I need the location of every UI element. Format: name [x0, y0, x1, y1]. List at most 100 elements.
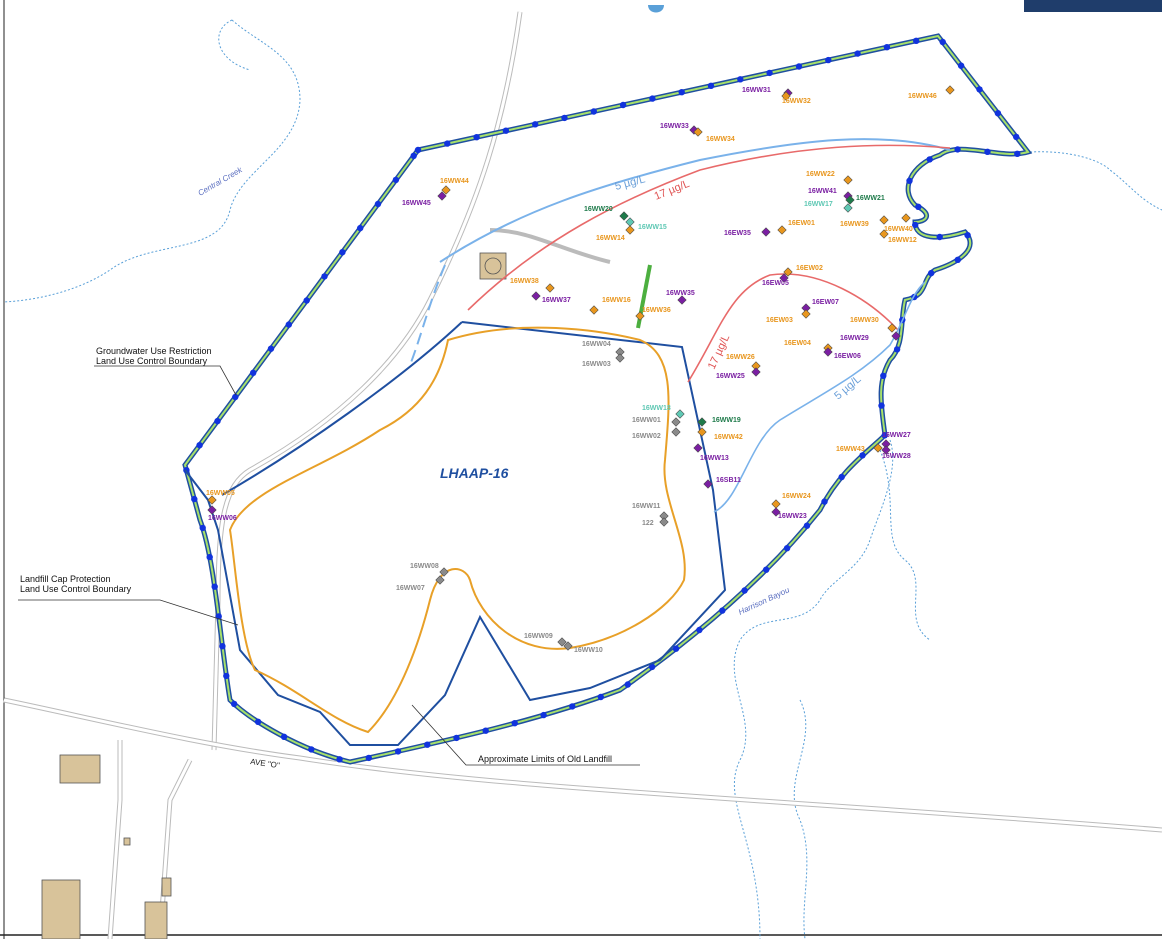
boundary-point — [854, 50, 861, 57]
well-marker[interactable] — [887, 323, 897, 333]
well-marker[interactable] — [589, 305, 599, 315]
well-marker[interactable] — [801, 303, 811, 313]
well-marker[interactable] — [671, 417, 681, 427]
well-marker[interactable] — [901, 213, 911, 223]
well-label: 16WW19 — [712, 417, 741, 424]
well-marker[interactable] — [777, 225, 787, 235]
well-marker[interactable] — [615, 347, 625, 357]
well-label: 16EW07 — [812, 299, 839, 306]
well-label: 16WW35 — [666, 290, 695, 297]
well-marker[interactable] — [675, 409, 685, 419]
well-marker[interactable] — [435, 575, 445, 585]
well-label: 16WW44 — [440, 178, 469, 185]
well-marker[interactable] — [545, 283, 555, 293]
well-marker[interactable] — [693, 443, 703, 453]
well-marker[interactable] — [671, 427, 681, 437]
well-marker[interactable] — [845, 195, 855, 205]
boundary-point — [502, 127, 510, 134]
boundary-point — [444, 140, 451, 147]
landfill-cap-boundary-left — [221, 321, 463, 496]
well-label: 16WW39 — [840, 221, 869, 228]
well-marker[interactable] — [771, 507, 781, 517]
well-marker[interactable] — [801, 309, 811, 319]
contour-17-north — [467, 144, 951, 311]
groundwater-boundary-inner — [183, 34, 1030, 764]
building-1 — [59, 754, 101, 784]
contour-5-south — [713, 281, 926, 513]
well-marker[interactable] — [703, 479, 713, 489]
boundary-point — [915, 203, 922, 210]
well-marker[interactable] — [659, 511, 669, 521]
well-label: 16EW05 — [762, 280, 789, 287]
well-label: 16WW03 — [582, 361, 611, 368]
well-marker[interactable] — [891, 331, 901, 341]
well-label: 16EW03 — [766, 317, 793, 324]
well-label: 16WW10 — [574, 647, 603, 654]
well-marker[interactable] — [879, 229, 889, 239]
well-marker[interactable] — [441, 185, 451, 195]
well-marker[interactable] — [873, 443, 883, 453]
boundary-point — [410, 152, 417, 159]
well-marker[interactable] — [881, 439, 891, 449]
well-marker[interactable] — [761, 227, 771, 237]
boundary-point — [357, 224, 364, 232]
well-marker[interactable] — [771, 499, 781, 509]
boundary-point — [232, 393, 239, 401]
boundary-point — [994, 110, 1002, 117]
well-label: 16WW41 — [808, 188, 837, 195]
well-label: 16WW46 — [908, 93, 937, 100]
well-marker[interactable] — [615, 353, 625, 363]
boundary-point — [624, 681, 631, 688]
boundary-point — [954, 256, 961, 263]
well-marker[interactable] — [783, 267, 793, 277]
well-marker[interactable] — [557, 637, 567, 647]
well-marker[interactable] — [779, 273, 789, 283]
title-block-corner — [1024, 0, 1162, 12]
well-marker[interactable] — [781, 91, 791, 101]
boundary-point — [939, 38, 946, 46]
well-marker[interactable] — [439, 567, 449, 577]
well-label: 16WW45 — [402, 200, 431, 207]
well-marker[interactable] — [635, 311, 645, 321]
well-marker[interactable] — [843, 203, 853, 213]
boundary-point — [880, 372, 887, 379]
well-marker[interactable] — [751, 361, 761, 371]
well-label: 16WW32 — [782, 98, 811, 105]
boundary-point — [838, 473, 845, 481]
building-3 — [144, 901, 168, 939]
boundary-point — [893, 346, 901, 353]
well-marker[interactable] — [677, 295, 687, 305]
well-marker[interactable] — [697, 417, 707, 427]
boundary-point — [267, 345, 275, 352]
boundary-point — [365, 754, 372, 762]
well-marker[interactable] — [697, 427, 707, 437]
well-marker[interactable] — [207, 495, 217, 505]
boundary-point — [619, 101, 627, 109]
well-marker[interactable] — [531, 291, 541, 301]
boundary-point — [482, 727, 489, 734]
well-marker[interactable] — [881, 445, 891, 455]
road-ave-o-inner — [3, 698, 1162, 832]
well-marker[interactable] — [207, 505, 217, 515]
well-marker[interactable] — [625, 225, 635, 235]
boundary-point — [825, 56, 832, 64]
well-marker[interactable] — [843, 175, 853, 185]
water-blob-top — [648, 5, 664, 13]
well-marker[interactable] — [823, 347, 833, 357]
well-label: 16WW29 — [840, 335, 869, 342]
boundary-point — [336, 756, 343, 763]
well-marker[interactable] — [945, 85, 955, 95]
boundary-point — [763, 566, 770, 573]
well-marker[interactable] — [563, 641, 573, 651]
well-label: 16WW15 — [638, 224, 667, 231]
well-marker[interactable] — [619, 211, 629, 221]
well-marker[interactable] — [693, 127, 703, 137]
well-marker[interactable] — [437, 191, 447, 201]
well-marker[interactable] — [659, 517, 669, 527]
well-marker[interactable] — [879, 215, 889, 225]
groundwater-boundary-label-line1: Groundwater Use Restriction — [96, 346, 212, 356]
well-marker[interactable] — [625, 217, 635, 227]
boundary-point — [374, 200, 382, 208]
well-marker[interactable] — [751, 367, 761, 377]
